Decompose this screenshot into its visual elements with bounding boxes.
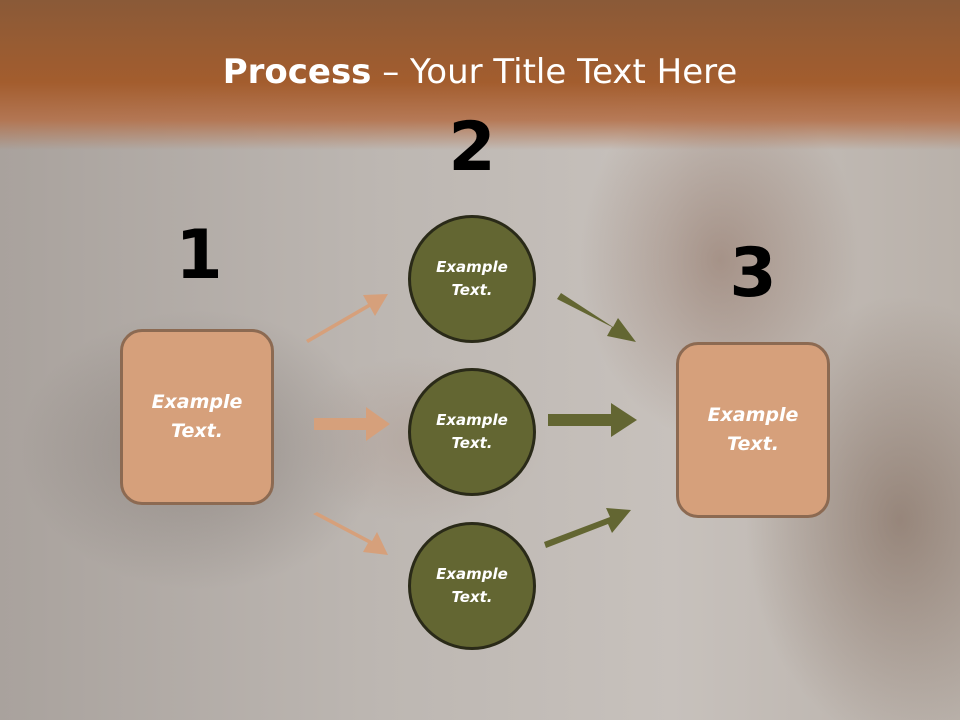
circle-bottom-line2: Text. [451,588,493,606]
circle-bottom-text: Example Text. [422,563,522,609]
right-step-box: Example Text. [676,342,830,518]
step-number-1: 1 [175,216,223,295]
title-band [0,0,960,150]
step-number-2: 2 [448,108,496,187]
circle-top-line1: Example [436,258,508,276]
arrow-left-down-icon [313,512,388,555]
arrow-right-mid-icon [548,403,637,437]
arrow-left-up-icon [306,294,388,343]
circle-middle-line2: Text. [451,434,493,452]
left-box-line1: Example [151,391,243,413]
right-arrows [544,293,637,548]
right-box-line2: Text. [727,433,779,455]
circle-bottom-line1: Example [436,565,508,583]
circle-top-text: Example Text. [422,256,522,302]
circle-middle: Example Text. [408,368,536,496]
title-rest: – Your Title Text Here [371,52,738,92]
left-box-line2: Text. [171,420,223,442]
circle-top-line2: Text. [451,281,493,299]
slide-title: Process – Your Title Text Here [0,52,960,92]
step-number-3: 3 [729,234,777,313]
arrow-left-mid-icon [314,407,390,441]
left-arrows [306,294,390,555]
circle-middle-line1: Example [436,411,508,429]
arrow-right-down-icon [557,293,636,342]
right-box-line1: Example [707,404,799,426]
left-box-text: Example Text. [142,388,252,446]
circle-bottom: Example Text. [408,522,536,650]
circle-middle-text: Example Text. [422,409,522,455]
title-bold: Process [222,52,372,92]
right-box-text: Example Text. [698,401,808,459]
arrow-right-up-icon [544,508,631,548]
left-step-box: Example Text. [120,329,274,505]
circle-top: Example Text. [408,215,536,343]
